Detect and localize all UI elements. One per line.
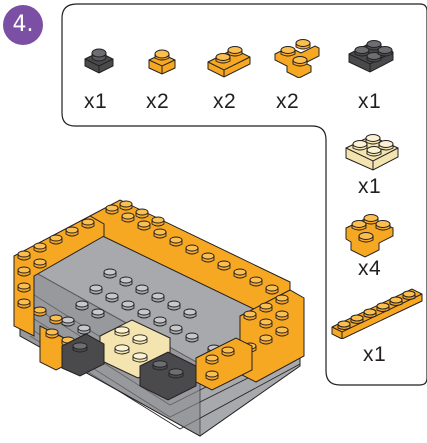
orange-plate-2x3-corner-icon <box>343 206 397 258</box>
part-orange-plate-2x3-corner <box>343 206 397 258</box>
orange-plate-1x2-icon <box>206 40 252 78</box>
part-orange-plate-1x2 <box>206 40 252 78</box>
part-quantity: x2 <box>213 90 236 114</box>
orange-plate-2x2-corner-icon <box>271 36 321 78</box>
part-quantity: x1 <box>363 343 386 367</box>
step-number-badge: 4. <box>3 5 43 45</box>
part-quantity: x1 <box>358 175 381 199</box>
part-orange-plate-2x2-corner <box>271 36 321 78</box>
part-quantity: x1 <box>358 90 381 114</box>
orange-plate-1x6-icon <box>330 283 424 339</box>
step-number: 4. <box>13 12 34 37</box>
part-orange-plate-1x6 <box>330 283 424 339</box>
part-dark-grey-plate-2x2 <box>346 30 396 76</box>
part-tan-plate-2x2 <box>343 122 401 174</box>
part-orange-plate-1x1 <box>147 44 177 78</box>
dark-grey-plate-2x2-icon <box>346 30 396 76</box>
part-quantity: x4 <box>358 257 381 281</box>
orange-plate-1x1-icon <box>147 44 177 78</box>
assembled-model-illustration <box>0 186 320 443</box>
dark-grey-plate-1x1-icon <box>82 43 116 77</box>
part-dark-grey-plate-1x1 <box>82 43 116 77</box>
part-quantity: x1 <box>84 90 107 114</box>
part-quantity: x2 <box>146 90 169 114</box>
part-quantity: x2 <box>276 90 299 114</box>
tan-plate-2x2-icon <box>343 122 401 174</box>
